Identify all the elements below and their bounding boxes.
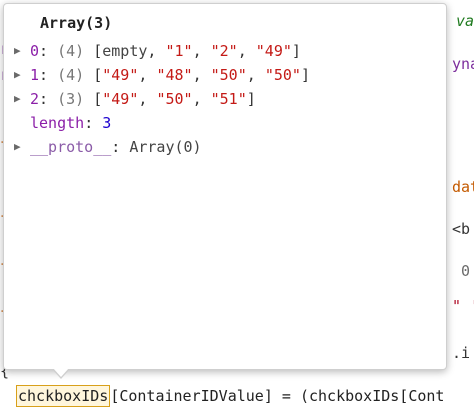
expand-triangle-icon[interactable]: ▶ xyxy=(14,68,21,81)
array-index: 1 xyxy=(30,66,40,84)
code-line-rest: [ContainerIDValue] = (chckboxIDs[Cont xyxy=(110,387,445,405)
expand-triangle-icon[interactable]: ▶ xyxy=(14,44,21,57)
popover-title: Array(3) xyxy=(40,14,113,32)
code-fragment: dat xyxy=(452,178,474,196)
code-fragment: " ' xyxy=(452,297,474,315)
code-fragment: var xyxy=(456,12,474,30)
array-index: 0 xyxy=(30,42,40,60)
array-item: "49" xyxy=(102,66,139,84)
tree-row-1[interactable]: ▶1: (4) ["49", "48", "50", "50"] xyxy=(14,63,310,87)
array-item: "50" xyxy=(156,90,193,108)
tree-row-2[interactable]: ▶2: (3) ["49", "50", "51"] xyxy=(14,87,310,111)
expand-triangle-icon[interactable]: ▶ xyxy=(14,140,21,153)
array-item: "50" xyxy=(210,66,247,84)
length-value: 3 xyxy=(102,114,112,132)
array-item: empty xyxy=(102,42,148,60)
code-fragment: { xyxy=(0,362,10,380)
proto-key: __proto__ xyxy=(30,138,112,156)
array-item: "50" xyxy=(264,66,301,84)
proto-value: Array(0) xyxy=(129,138,202,156)
array-item: "51" xyxy=(210,90,247,108)
array-count: (3) xyxy=(57,90,85,108)
code-line[interactable]: chckboxIDs[ContainerIDValue] = (chckboxI… xyxy=(0,384,474,408)
array-index: 2 xyxy=(30,90,40,108)
code-fragment: 0 xyxy=(452,262,471,280)
object-tree: ▶0: (4) [empty, "1", "2", "49"] ▶1: (4) … xyxy=(14,39,310,159)
debug-hover-popover: Array(3) ▶0: (4) [empty, "1", "2", "49"]… xyxy=(3,3,447,370)
code-fragment: <b xyxy=(452,220,471,238)
array-item: "48" xyxy=(156,66,193,84)
array-item: "49" xyxy=(102,90,139,108)
tree-row-proto[interactable]: ▶__proto__: Array(0) xyxy=(14,135,310,159)
tree-row-0[interactable]: ▶0: (4) [empty, "1", "2", "49"] xyxy=(14,39,310,63)
code-fragment: yna xyxy=(452,55,474,73)
tree-row-length: length: 3 xyxy=(30,114,112,132)
hovered-variable[interactable]: chckboxIDs xyxy=(16,385,111,407)
array-count: (4) xyxy=(57,66,85,84)
array-item: "1" xyxy=(165,42,193,60)
length-key: length xyxy=(30,114,85,132)
code-fragment: .i xyxy=(452,344,471,362)
popover-pointer-fill xyxy=(53,368,69,377)
array-item: "2" xyxy=(210,42,238,60)
expand-triangle-icon[interactable]: ▶ xyxy=(14,92,21,105)
array-item: "49" xyxy=(255,42,292,60)
array-count: (4) xyxy=(57,42,85,60)
